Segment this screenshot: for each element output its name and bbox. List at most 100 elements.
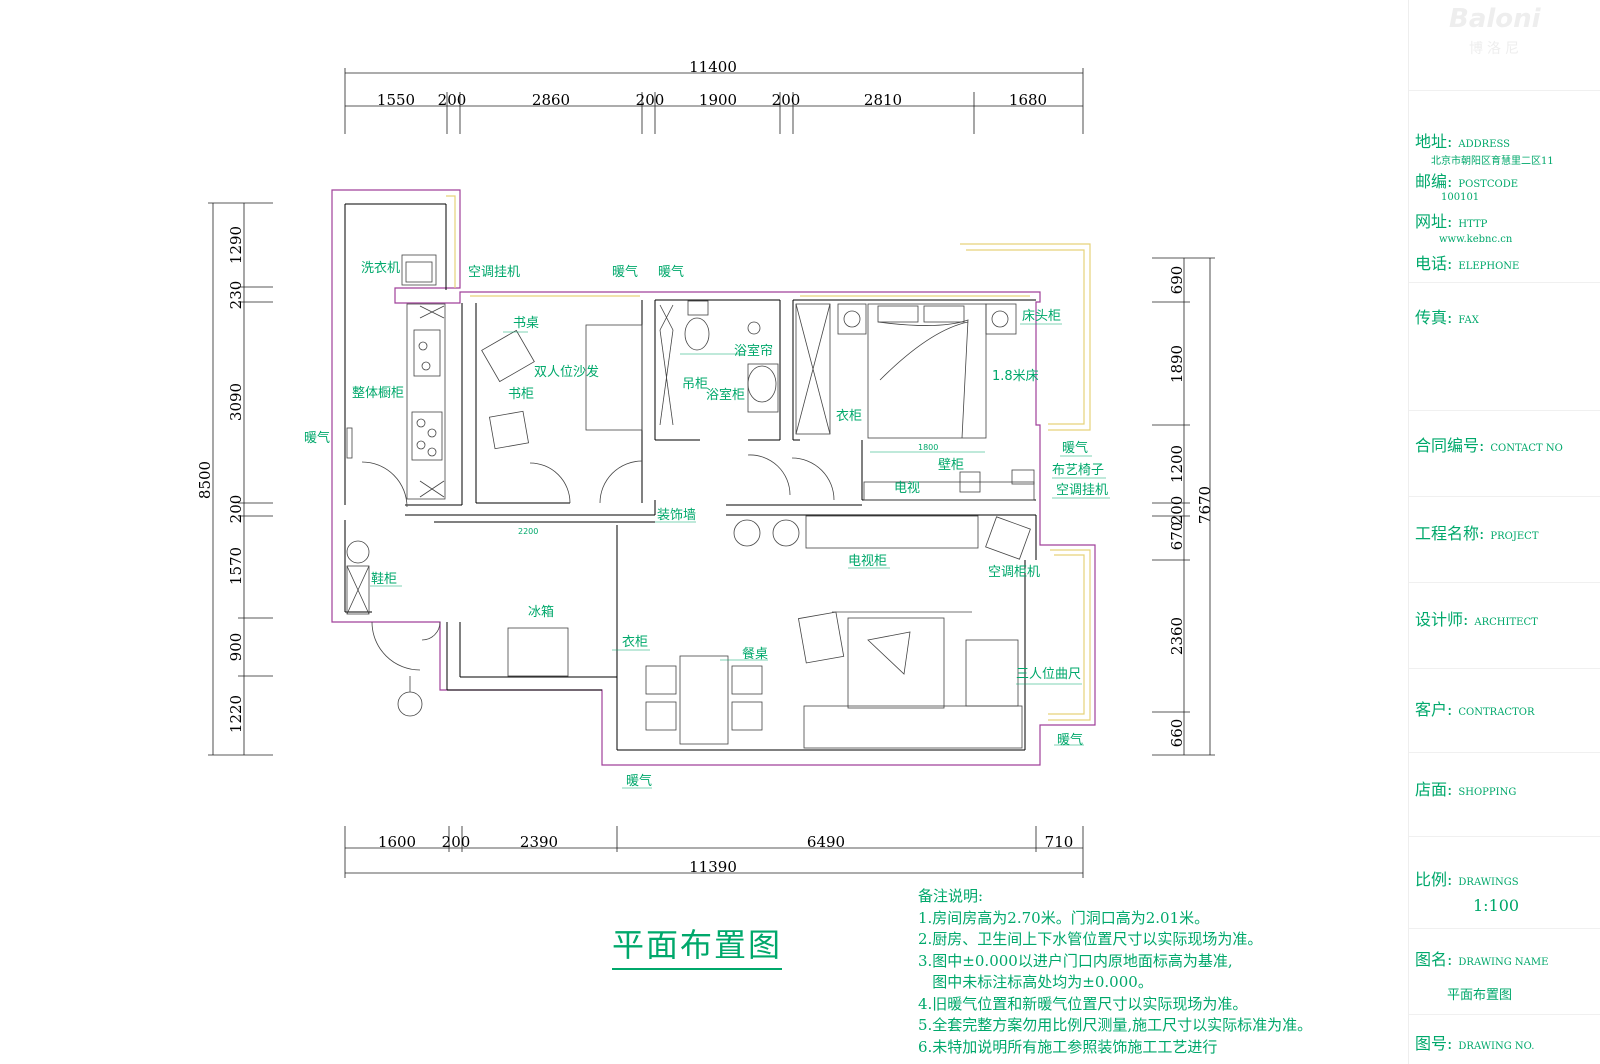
room-labels: 洗衣机 空调挂机 暖气 暖气 书桌 双人位沙发 书柜 整体橱柜 暖气 浴室帘 吊… [304,260,1108,789]
label-bookcase: 书柜 [508,387,534,402]
left-dimensions: 8500 1290 230 3090 200 1570 900 1220 [196,202,273,756]
label-tv-cabinet: 电视柜 [848,554,887,569]
dim-bottom-4: 6490 [807,833,845,851]
dim-top-2: 200 [438,91,467,109]
label-loveseat: 双人位沙发 [534,364,599,380]
plan-title: 平面布置图 [612,920,783,970]
dim-bottom-3: 2390 [520,833,558,851]
label-fabric-chair: 布艺椅子 [1052,463,1104,478]
dim-top-3: 2860 [532,91,570,109]
label-heater-left: 暖气 [304,430,330,446]
dim-left-5: 1570 [227,547,245,585]
note-line-1: 1.房间房高为2.70米。门洞口高为2.01米。 [918,908,1210,927]
dim-left-total: 8500 [196,461,214,499]
contract-field: 合同编号:CONTACT NO [1415,436,1563,455]
label-ac-cabinet: 空调柜机 [988,565,1040,580]
balconies [446,195,1091,721]
label-heater-2: 暖气 [658,264,684,280]
dim-top-1: 1550 [377,91,415,109]
address-field: 地址:ADDRESS [1415,132,1511,151]
note-line-5: 4.旧暖气位置和新暖气位置尺寸以实际现场为准。 [918,994,1248,1013]
notes-title: 备注说明: [918,887,984,905]
dim-right-2: 1890 [1168,345,1186,383]
dim-right-4: 200 [1168,496,1186,525]
client-field: 客户:CONTRACTOR [1415,700,1535,719]
label-tv: 电视 [894,481,920,496]
label-ac-hanger-1: 空调挂机 [468,265,520,280]
drawing-name-value: 平面布置图 [1447,988,1513,1003]
company-logo-sub: 博洛尼 [1469,41,1523,57]
door-swings [361,454,835,671]
drawing-name-field: 图名:DRAWING NAME [1415,950,1549,969]
company-logo: Baloni [1449,4,1541,34]
postcode-field: 邮编:POSTCODE [1415,172,1519,191]
label-heater-br: 暖气 [1057,732,1083,748]
label-heater-1: 暖气 [612,264,638,280]
project-field: 工程名称:PROJECT [1415,524,1539,543]
dim-right-5: 670 [1168,522,1186,551]
dim-top-6: 200 [772,91,801,109]
furniture [346,254,1035,749]
label-small-dim-2200: 2200 [518,527,538,536]
label-wall-cabinet: 壁柜 [938,458,964,473]
dim-top-total: 11400 [689,58,737,76]
shop-field: 店面:SHOPPING [1415,780,1517,799]
dim-bottom-5: 710 [1045,833,1074,851]
dim-left-3: 3090 [227,383,245,421]
dim-right-3: 1200 [1168,445,1186,483]
note-line-6: 5.全套完整方案勿用比例尺测量,施工尺寸以实际标准为准。 [918,1016,1313,1034]
dim-right-6: 2360 [1168,617,1186,655]
web-field: 网址:HTTP [1415,212,1488,231]
dim-bottom-total: 11390 [689,858,737,876]
label-kitchen-cabinet: 整体橱柜 [352,386,404,401]
label-shower-curtain: 浴室帘 [734,343,773,359]
label-bath-cabinet: 浴室柜 [706,387,745,403]
dim-right-total: 7670 [1196,486,1214,524]
walls [331,189,1096,766]
label-heater-right: 暖气 [1062,440,1088,456]
label-bed: 1.8米床 [992,369,1039,384]
label-wardrobe-1: 衣柜 [836,408,862,424]
label-washer: 洗衣机 [361,260,400,276]
dim-left-6: 900 [227,633,245,662]
dim-top-5: 1900 [699,91,737,109]
label-ac-hanger-2: 空调挂机 [1056,483,1108,498]
postcode-value: 100101 [1441,192,1480,203]
dim-left-4: 200 [227,495,245,524]
label-deco-wall: 装饰墙 [657,508,696,523]
label-hanging-cabinet: 吊柜 [682,377,708,392]
title-block: Baloni 博洛尼 地址:ADDRESS 北京市朝阳区育慧里二区11 邮编:P… [1408,0,1600,1064]
dim-top-8: 1680 [1009,91,1047,109]
dim-right-7: 660 [1168,719,1186,748]
dim-top-4: 200 [636,91,665,109]
dim-top-7: 2810 [864,91,902,109]
label-small-dim-1800: 1800 [918,443,938,452]
label-wardrobe-2: 衣柜 [622,634,648,650]
note-line-4: 图中未标注标高处均为±0.000。 [918,973,1153,991]
dim-bottom-1: 1600 [378,833,416,851]
dim-left-2: 230 [227,281,245,310]
label-shoe-cabinet: 鞋柜 [371,571,397,587]
note-line-2: 2.厨房、卫生间上下水管位置尺寸以实际现场为准。 [918,930,1263,948]
bottom-dimensions: 1600 200 2390 6490 710 11390 [344,826,1084,878]
label-sofa-3: 三人位曲尺 [1016,667,1081,682]
label-heater-bottom: 暖气 [626,773,652,789]
note-line-7: 6.未特加说明所有施工参照装饰施工工艺进行 [918,1037,1218,1056]
address-value: 北京市朝阳区育慧里二区11 [1431,156,1554,167]
label-nightstand: 床头柜 [1022,309,1061,324]
fax-field: 传真:FAX [1415,308,1479,327]
right-dimensions: 7670 690 1890 1200 200 670 2360 660 [1152,257,1215,756]
label-dining-table: 餐桌 [742,646,768,662]
dim-left-1: 1290 [227,226,245,264]
scale-field: 比例:DRAWINGS [1415,870,1519,889]
dim-right-1: 690 [1168,266,1186,295]
scale-value: 1:100 [1473,896,1520,915]
notes-block: 备注说明: 1.房间房高为2.70米。门洞口高为2.01米。 2.厨房、卫生间上… [918,886,1408,1058]
floor-plan: 11400 1550 200 2860 200 1900 200 2810 16… [196,58,1215,878]
note-line-3: 3.图中±0.000以进户门口内原地面标高为基准, [918,951,1233,970]
web-value: www.kebnc.cn [1439,234,1513,245]
dim-bottom-2: 200 [442,833,471,851]
dim-left-7: 1220 [227,695,245,733]
designer-field: 设计师:ARCHITECT [1415,610,1538,629]
top-dimensions: 11400 1550 200 2860 200 1900 200 2810 16… [344,58,1084,134]
